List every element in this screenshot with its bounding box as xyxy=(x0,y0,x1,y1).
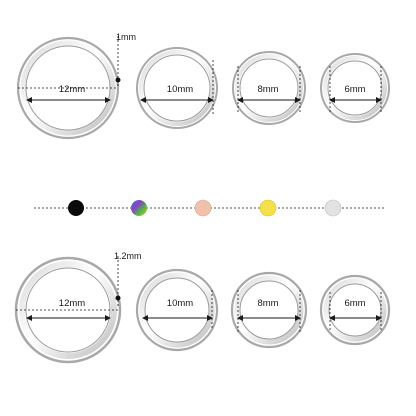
swatch-rose-gold[interactable] xyxy=(194,199,212,217)
ring-8mm: 8mm xyxy=(230,271,308,349)
ring-size-label: 12mm xyxy=(59,84,85,95)
swatch-silver[interactable] xyxy=(324,199,342,217)
thickness-label: 1mm xyxy=(116,32,136,42)
ring-12mm: 12mm xyxy=(16,36,121,140)
swatch-black[interactable] xyxy=(68,200,84,216)
ring-row-2: 12mm 1.2mm 10mm 8mm xyxy=(14,251,391,364)
ring-size-label: 8mm xyxy=(257,298,278,309)
ring-10mm: 10mm xyxy=(135,268,219,352)
ring-size-label: 6mm xyxy=(344,84,365,95)
ring-size-label: 10mm xyxy=(167,84,193,95)
ring-8mm: 8mm xyxy=(232,51,306,125)
ring-size-label: 8mm xyxy=(257,84,278,95)
ring-6mm: 6mm xyxy=(319,274,391,346)
swatch-rainbow[interactable] xyxy=(131,200,147,216)
ring-row-1: 12mm 1mm 10mm 8mm xyxy=(16,32,390,140)
ring-10mm: 10mm xyxy=(136,47,218,129)
ring-size-label: 10mm xyxy=(167,298,193,309)
ring-6mm: 6mm xyxy=(320,53,390,123)
color-swatch-row xyxy=(34,199,384,217)
ring-size-label: 6mm xyxy=(344,298,365,309)
thickness-label: 1.2mm xyxy=(114,251,142,261)
swatch-gold[interactable] xyxy=(259,199,277,217)
ring-size-label: 12mm xyxy=(59,298,85,309)
ring-12mm: 12mm xyxy=(14,256,122,364)
